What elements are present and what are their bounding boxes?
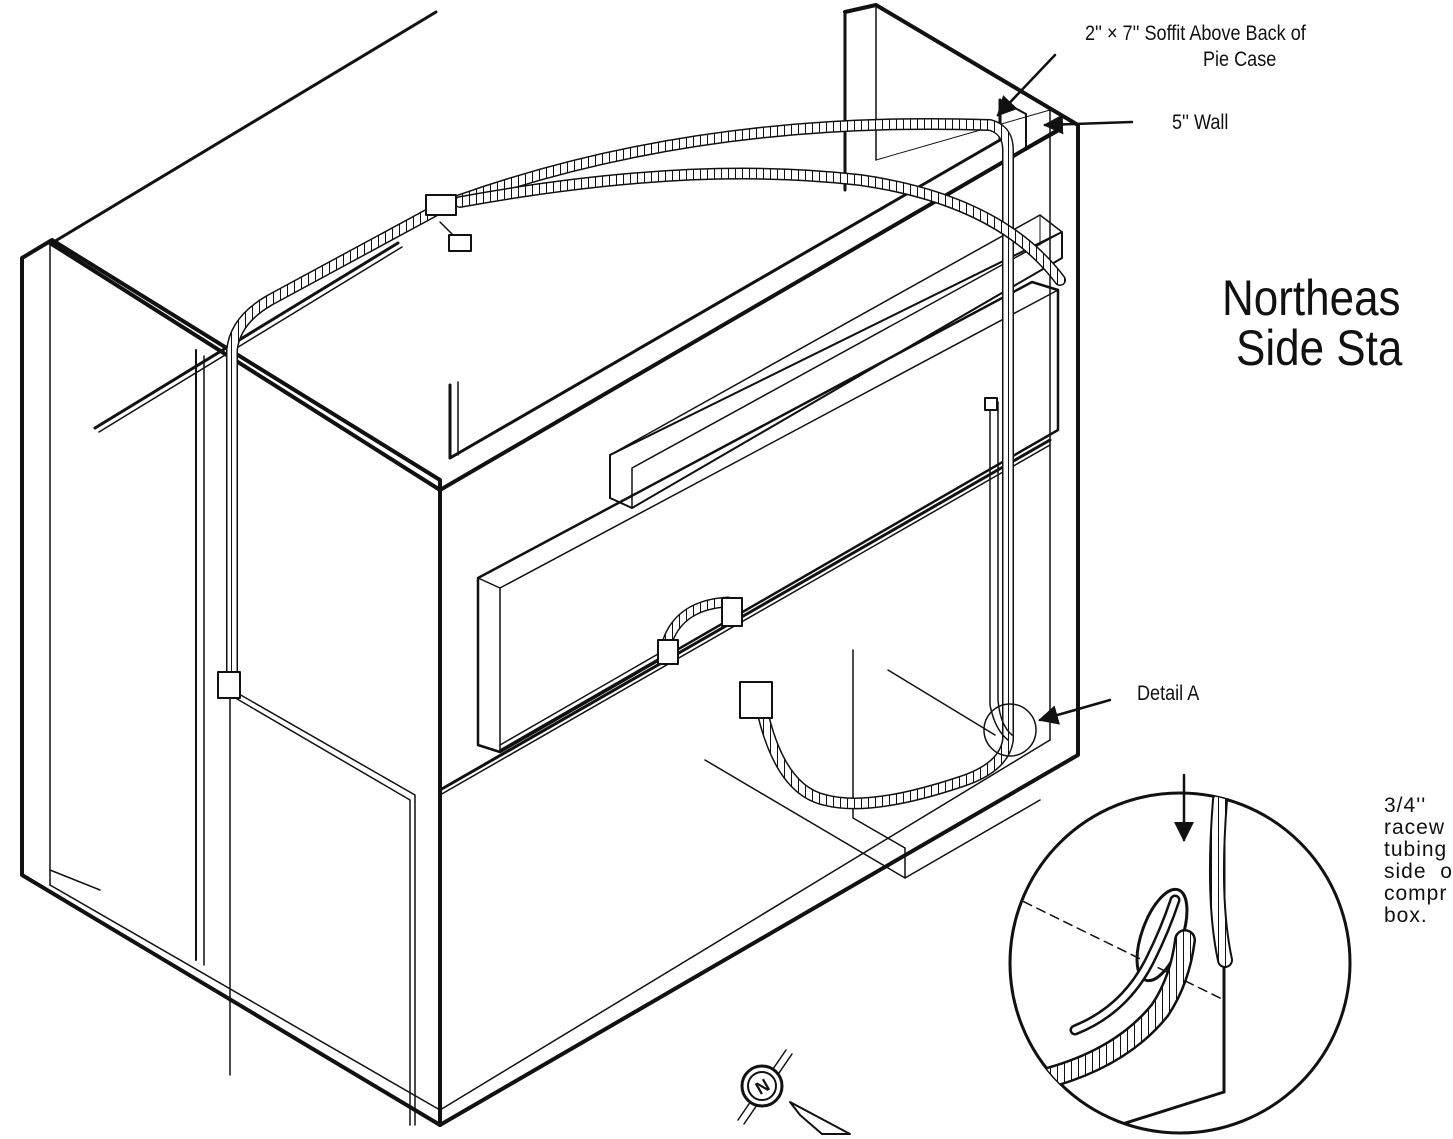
raceway-tubing [226, 117, 1066, 810]
raceway-note-line: box. [1384, 904, 1428, 927]
isometric-drawing: N [20, 3, 1352, 1135]
detail-a-enlargement [1008, 791, 1352, 1135]
raceway-note-line: tubing [1384, 838, 1448, 861]
diagram-canvas: N 2'' × 7'' Soffit Above Back of Pie Cas… [20, 3, 1452, 1135]
floor-line [93, 241, 400, 430]
detail-a-marker [983, 703, 1037, 757]
ceiling-line [50, 10, 438, 245]
raceway-note-line: side o [1384, 860, 1453, 883]
title-line1: Northeas [1222, 270, 1401, 326]
title-line2: Side Sta [1236, 320, 1403, 376]
raceway-note-line: racew [1384, 816, 1446, 839]
conduit-runs [231, 221, 1013, 1126]
detail-a-label: Detail A [1137, 682, 1200, 705]
leader-arrows [996, 53, 1194, 842]
left-wall [20, 238, 442, 1127]
raceway-note-line: compr [1384, 882, 1448, 905]
wall-label: 5'' Wall [1172, 111, 1229, 134]
junction-boxes [217, 194, 998, 719]
raceway-note-line: 3/4'' [1384, 794, 1427, 817]
pie-case [48, 98, 1063, 879]
compass-icon [737, 1049, 851, 1135]
soffit-label-line1: 2'' × 7'' Soffit Above Back of [1085, 22, 1306, 45]
soffit-label-line2: Pie Case [1203, 48, 1277, 71]
